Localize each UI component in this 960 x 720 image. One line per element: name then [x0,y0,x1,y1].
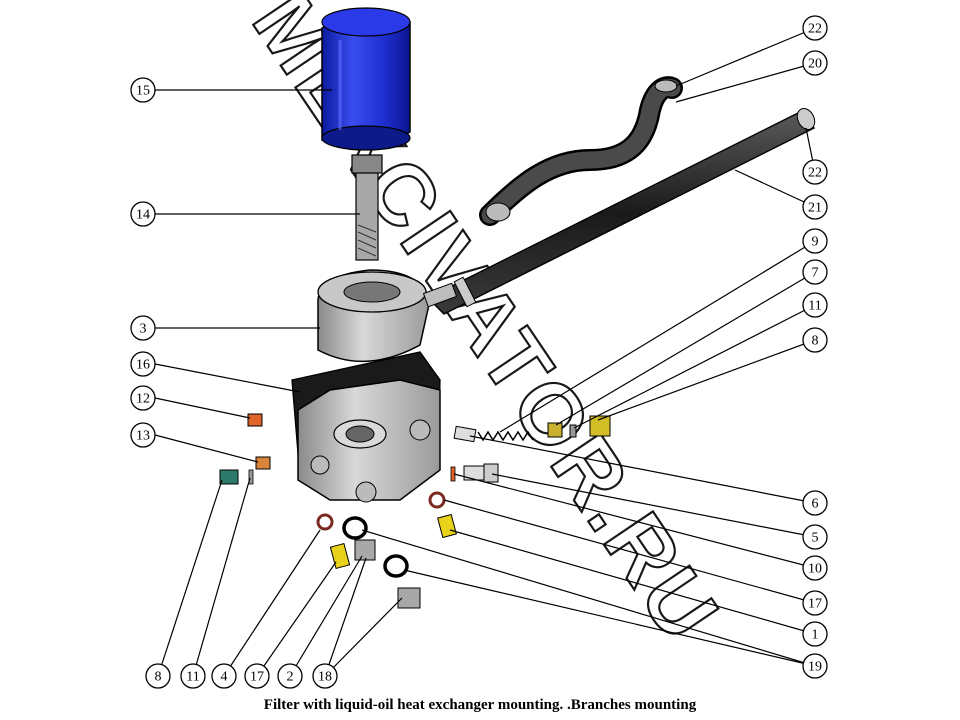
svg-text:10: 10 [808,562,822,577]
callout-8-bottom[interactable]: 8 [145,663,171,689]
callout-17-bottom[interactable]: 17 [244,663,270,689]
svg-text:13: 13 [136,429,150,444]
heat-exchanger [317,269,458,363]
svg-text:22: 22 [808,22,822,37]
figure-caption: Filter with liquid-oil heat exchanger mo… [263,697,697,713]
ring-10 [428,491,446,509]
svg-text:6: 6 [812,497,819,512]
svg-text:5: 5 [812,531,819,546]
plug-18-upper [354,539,376,561]
svg-text:4: 4 [221,670,228,685]
svg-text:12: 12 [136,392,150,407]
callout-3[interactable]: 3 [130,315,156,341]
plug-13 [255,456,271,470]
valve-plunger [547,422,563,438]
callouts: 22 20 15 14 22 21 9 7 11 8 3 16 12 13 6 … [130,15,828,689]
valve-plug [589,415,611,437]
svg-text:17: 17 [808,597,822,612]
callout-15[interactable]: 15 [130,77,156,103]
svg-text:20: 20 [808,57,822,72]
callout-16[interactable]: 16 [130,351,156,377]
callout-22-right[interactable]: 22 [802,159,828,185]
callout-6[interactable]: 6 [802,490,828,516]
leader-lines [154,27,816,677]
svg-text:3: 3 [140,322,147,337]
svg-text:8: 8 [155,670,162,685]
callout-1[interactable]: 1 [802,621,828,647]
svg-text:7: 7 [812,266,819,281]
svg-text:14: 14 [136,208,150,223]
svg-text:16: 16 [136,358,150,373]
callout-21[interactable]: 21 [802,194,828,220]
callout-11-right[interactable]: 11 [802,292,828,318]
ring-19 [383,554,409,578]
svg-text:11: 11 [186,670,199,685]
svg-text:1: 1 [812,628,819,643]
plug-8-green [219,469,239,485]
svg-text:15: 15 [136,84,150,99]
callout-22-top[interactable]: 22 [802,15,828,41]
tube-long [426,108,816,315]
callout-12[interactable]: 12 [130,385,156,411]
valve-washer [569,424,577,438]
callout-19[interactable]: 19 [802,653,828,679]
valve-spring [453,425,534,443]
svg-text:17: 17 [250,670,264,685]
svg-text:9: 9 [812,235,819,250]
callout-13[interactable]: 13 [130,422,156,448]
callout-11-bottom[interactable]: 11 [180,663,206,689]
ring-4 [316,513,334,531]
callout-8-right[interactable]: 8 [802,327,828,353]
svg-text:11: 11 [808,299,821,314]
callout-10[interactable]: 10 [802,555,828,581]
callout-5[interactable]: 5 [802,524,828,550]
hose-curved [479,76,683,226]
center-stud [351,154,383,261]
oil-filter [321,7,411,151]
callout-4[interactable]: 4 [211,663,237,689]
bolt-17-right [437,513,457,539]
callout-20[interactable]: 20 [802,50,828,76]
callout-14[interactable]: 14 [130,201,156,227]
svg-text:21: 21 [808,201,822,216]
ring-1-large [342,516,368,540]
callout-7[interactable]: 7 [802,259,828,285]
plug-12 [247,413,263,427]
plug-18-lower [397,587,421,609]
svg-text:8: 8 [812,334,819,349]
svg-text:19: 19 [808,660,822,675]
bolt-17-left [329,542,351,570]
svg-text:22: 22 [808,166,822,181]
callout-9[interactable]: 9 [802,228,828,254]
callout-18[interactable]: 18 [312,663,338,689]
svg-text:18: 18 [318,670,332,685]
svg-text:2: 2 [287,670,294,685]
callout-2[interactable]: 2 [277,663,303,689]
filter-housing [297,379,441,503]
union-fitting [463,463,499,483]
washer-11 [248,469,254,485]
callout-17-right[interactable]: 17 [802,590,828,616]
